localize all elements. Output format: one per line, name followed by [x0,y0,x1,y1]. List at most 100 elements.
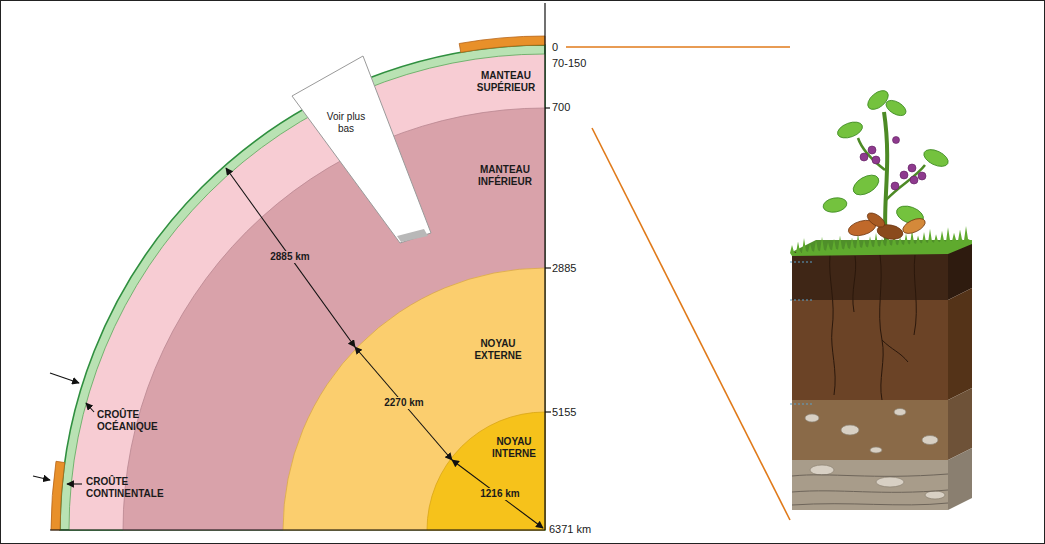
stratum-line [792,474,948,476]
crust-pointers [33,373,94,484]
berry [891,182,899,190]
dimension-label: 2270 km [382,397,425,409]
continental-crust [51,461,65,530]
root [853,256,856,312]
upper-mantle [69,54,545,530]
depth-axis [544,3,545,530]
leaf [822,196,848,214]
dimension-arrow [452,460,543,528]
soil-block [790,226,972,510]
leaf [864,87,891,113]
oceanic-crust [60,45,545,530]
dimension-label: 2885 km [268,251,311,263]
cutaway-wedge [292,56,431,243]
root [880,255,883,400]
horizon-tick [790,261,814,262]
plant-branch [886,165,925,200]
inner-core [427,412,545,530]
axis-depth: 0 [552,41,558,54]
axis-depth: 6371 km [549,523,591,536]
berry [910,176,918,184]
layer-name: MANTEAU SUPÉRIEUR [464,70,548,94]
continental-crust [459,36,545,52]
soil-side [948,288,972,400]
fallen-leaves [847,210,928,241]
soil-side [948,448,972,510]
horizon-tick [790,299,814,300]
stone [841,425,859,435]
axis-depth: 70-150 [552,57,586,70]
note: Voir plus bas [323,111,369,135]
leaf [850,171,882,199]
rock-strata [792,474,948,505]
berry [908,164,916,172]
layer-name: MANTEAU INFÉRIEUR [463,164,547,188]
plant-branch [858,138,885,170]
plant [822,87,951,241]
soil-humus [792,252,948,300]
stone [925,491,945,499]
axes [50,3,551,530]
berry [918,172,926,180]
stone [922,436,938,445]
stone [810,465,834,475]
stones [805,409,945,500]
berries [860,137,926,191]
leader-arrow [67,483,82,484]
axis-depth: 2885 [552,262,576,275]
crust-label: CROÛTE OCÉANIQUE [97,409,171,433]
axis-tick [545,107,550,108]
soil-side [948,388,972,460]
outer-core [283,268,545,530]
stone [876,477,904,487]
zoom-lines [566,47,790,520]
plant-stem [884,112,887,240]
axis-tick [545,267,551,268]
stone [894,409,906,416]
leaf [921,146,950,170]
berry [900,171,908,179]
berry [868,146,876,154]
soil-topsoil [792,300,948,400]
roots [830,255,917,400]
leaves [822,87,951,227]
crust-label: CROÛTE CONTINENTALE [86,476,180,500]
base-line [50,529,545,530]
root [830,255,835,395]
dimension-arrow [226,168,355,347]
stone [870,447,882,453]
leader-arrow [50,373,79,383]
dimension-label: 1216 km [478,488,521,500]
soil-subsoil [792,400,948,460]
cutaway-wedge [397,229,428,242]
layer-name: NOYAU EXTERNE [463,338,533,362]
horizon-ticks [790,262,814,404]
leaf [883,97,908,118]
fallen-leaf [901,215,928,236]
soil-bedrock [792,460,948,510]
berry [860,153,868,161]
stratum-line [792,503,948,505]
fallen-leaf [865,210,887,230]
root [882,340,908,362]
axis-depth: 700 [552,101,570,114]
leader-arrow [86,403,94,412]
axis-tick [545,411,551,412]
leaf [835,119,864,141]
layer-name: NOYAU INTERNE [487,436,541,460]
earth-layers [51,36,545,530]
dimension-arrows [226,168,543,528]
zoom-line [592,128,790,520]
axis-depth: 5155 [552,406,576,419]
dimension-arrow [355,347,452,460]
horizon-tick [790,403,814,404]
root [914,255,916,335]
stratum-line [792,490,948,492]
stone [805,414,819,422]
leader-arrow [33,476,50,480]
zoom-line [566,46,790,48]
berry [872,156,880,164]
